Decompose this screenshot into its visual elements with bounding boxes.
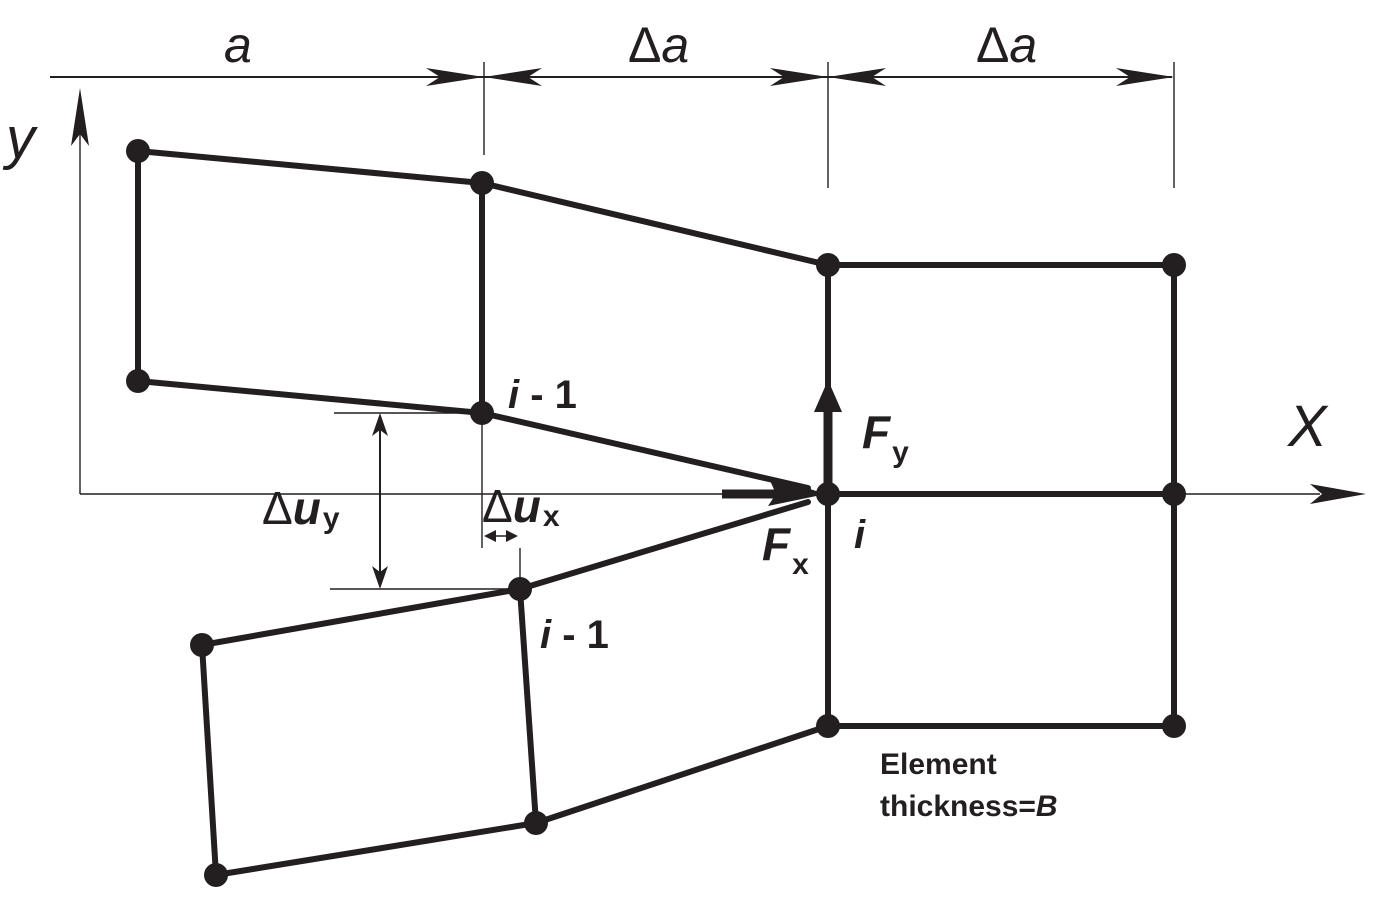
delta-u-x-dimension	[481, 413, 521, 589]
displacement-label-delta-uy: Δuy	[262, 482, 340, 535]
element-note-line-2: thickness=B	[880, 790, 1058, 823]
force-label-fx: Fx	[762, 518, 809, 581]
displacement-label-delta-ux: Δux	[482, 480, 560, 533]
node-label-crack-tip-i: i	[854, 513, 866, 557]
node-label-lower-i-minus-1: i - 1	[540, 613, 609, 657]
node-label-upper-i-minus-1: i - 1	[508, 373, 577, 417]
upper-crack-face-element	[135, 148, 831, 491]
dimension-lines	[50, 62, 1175, 188]
dimension-label-a: a	[224, 17, 252, 73]
force-label-fy: Fy	[862, 406, 909, 469]
lower-crack-face-element	[199, 499, 831, 879]
y-axis-label: y	[2, 106, 38, 171]
force-fy-arrow	[814, 380, 842, 492]
dimension-label-delta-a-2: Δa	[976, 17, 1037, 73]
intact-elements-grid	[825, 262, 1177, 729]
delta-u-y-dimension	[330, 412, 520, 590]
element-note-line-1: Element	[880, 748, 997, 781]
x-axis-label: X	[1286, 394, 1329, 459]
dimension-label-delta-a-1: Δa	[628, 17, 689, 73]
